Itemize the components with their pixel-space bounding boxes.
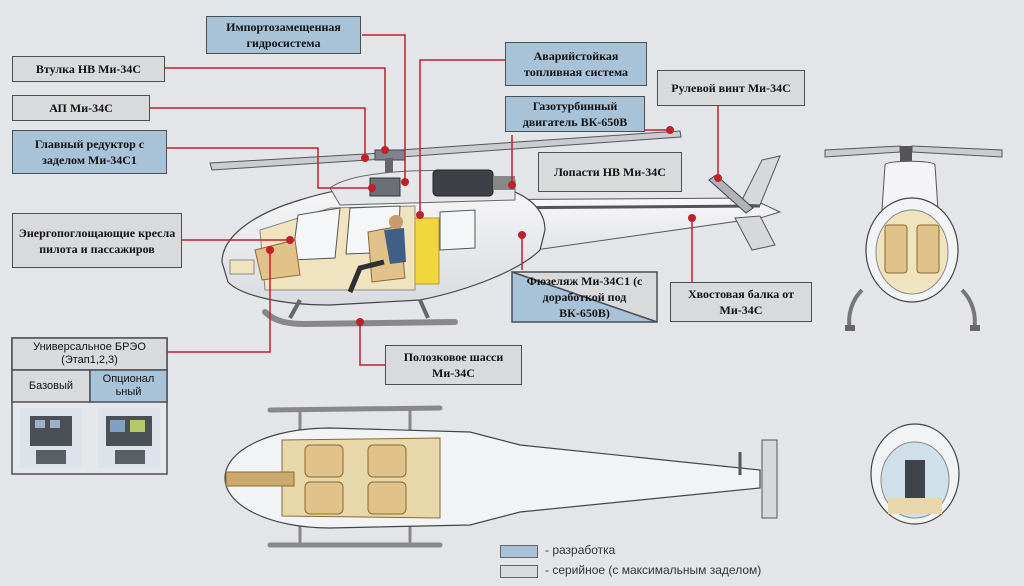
fuel-tank: [414, 217, 440, 285]
label-tail-rotor: Рулевой винт Ми-34С: [657, 70, 805, 106]
legend-text-serial: - серийное (с максимальным заделом): [545, 563, 762, 577]
label-tail-boom: Хвостовая балка от Ми-34С: [670, 282, 812, 322]
avionics-basic-label: Базовый: [28, 380, 74, 392]
leader-dots: [266, 126, 722, 326]
label-hydro-system: Импортозамещенная гидросистема: [206, 16, 361, 54]
label-fuel-system: Аварийстойкая топливная система: [505, 42, 647, 86]
avionics-title: Универсальное БРЭО (Этап1,2,3): [33, 341, 146, 366]
front-view: [824, 145, 1003, 331]
rear-view: [870, 423, 960, 525]
label-gearbox: Главный редуктор с заделом Ми-34С1: [12, 130, 167, 174]
tail-rotor: [708, 174, 754, 214]
top-view: [224, 405, 778, 548]
main-rotor-blade-left: [209, 152, 384, 171]
avionics-optional-label: Опционал ьный: [102, 373, 155, 398]
label-fuselage: Фюзеляж Ми-34С1 (с доработкой под ВК-650…: [526, 274, 643, 320]
label-rotor-hub: Втулка НВ Ми-34С: [12, 56, 165, 82]
label-autopilot: АП Ми-34С: [12, 95, 150, 121]
legend-swatch-serial: [500, 565, 538, 578]
legend-text-development: - разработка: [545, 543, 616, 557]
legend-swatch-development: [500, 545, 538, 558]
side-view: [209, 130, 782, 328]
avionics-panel-frame: [11, 337, 168, 475]
label-main-blades: Лопасти НВ Ми-34С: [538, 152, 682, 192]
label-engine: Газотурбинный двигатель ВК-650В: [505, 96, 645, 132]
label-seats: Энергопоглощающие кресла пилота и пассаж…: [12, 213, 182, 268]
leader-lines: [150, 34, 719, 366]
label-skids: Полозковое шасси Ми-34С: [385, 345, 522, 385]
